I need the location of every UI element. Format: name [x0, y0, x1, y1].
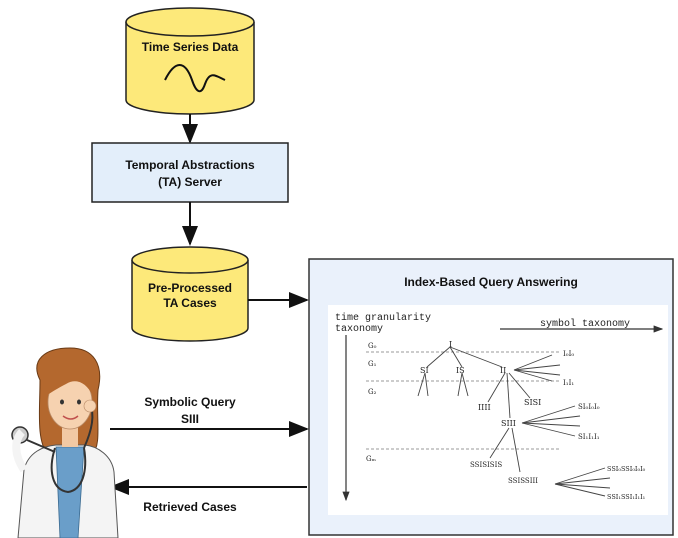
taxonomy-area	[328, 305, 668, 515]
node-ssi0-leaf: SSI₀SSI₀I₀I₀	[607, 465, 646, 473]
index-query-panel: Index-Based Query Answering time granula…	[308, 258, 674, 536]
node-siii: SIII	[501, 419, 516, 428]
time-series-data-node: Time Series Data	[125, 7, 255, 115]
doctor-figure-icon	[11, 347, 119, 538]
waveform-icon	[164, 64, 226, 93]
preprocessed-label-line2: TA Cases	[163, 296, 217, 310]
node-ssi1-leaf: SSI₁SSI₁I₁I₁	[607, 493, 646, 501]
symbol-taxonomy-label: symbol taxonomy	[540, 318, 630, 330]
node-si: SI	[420, 366, 429, 375]
node-iiii: IIII	[478, 403, 491, 412]
node-ssissiii: SSISSIII	[508, 477, 538, 485]
preprocessed-label-line1: Pre-Processed	[148, 281, 232, 295]
node-si0i0i0: SI₀I₀I₀	[578, 403, 600, 411]
ta-server-label-line2: (TA) Server	[158, 175, 222, 189]
node-ssisisis: SSISISIS	[470, 461, 502, 469]
node-root: I	[449, 340, 452, 349]
node-i0i0: I₀I₀	[563, 350, 574, 358]
node-i1i1: I₁I₁	[563, 379, 574, 387]
level-g0: G₀	[368, 342, 377, 350]
time-series-label: Time Series Data	[142, 40, 239, 54]
symbolic-query-label: Symbolic Query	[144, 395, 236, 409]
ta-server-node: Temporal Abstractions (TA) Server	[91, 142, 289, 203]
node-sisi: SISI	[524, 398, 541, 407]
time-granularity-label-line1: time granularity	[335, 312, 431, 324]
level-g2: G₂	[368, 388, 377, 396]
level-gm: Gₘ	[366, 455, 377, 463]
taxonomy-edges	[417, 346, 611, 497]
panel-title: Index-Based Query Answering	[404, 275, 578, 289]
query-value: SIII	[181, 412, 199, 426]
preprocessed-cases-node: Pre-Processed TA Cases	[131, 246, 249, 342]
retrieved-cases-label: Retrieved Cases	[143, 500, 237, 514]
ta-server-label-line1: Temporal Abstractions	[125, 158, 255, 172]
node-is: IS	[456, 366, 465, 375]
node-si1i1i1: SI₁I₁I₁	[578, 433, 600, 441]
level-g1: G₁	[368, 360, 377, 368]
time-granularity-label-line2: taxonomy	[335, 324, 383, 335]
node-ii: II	[500, 366, 506, 375]
